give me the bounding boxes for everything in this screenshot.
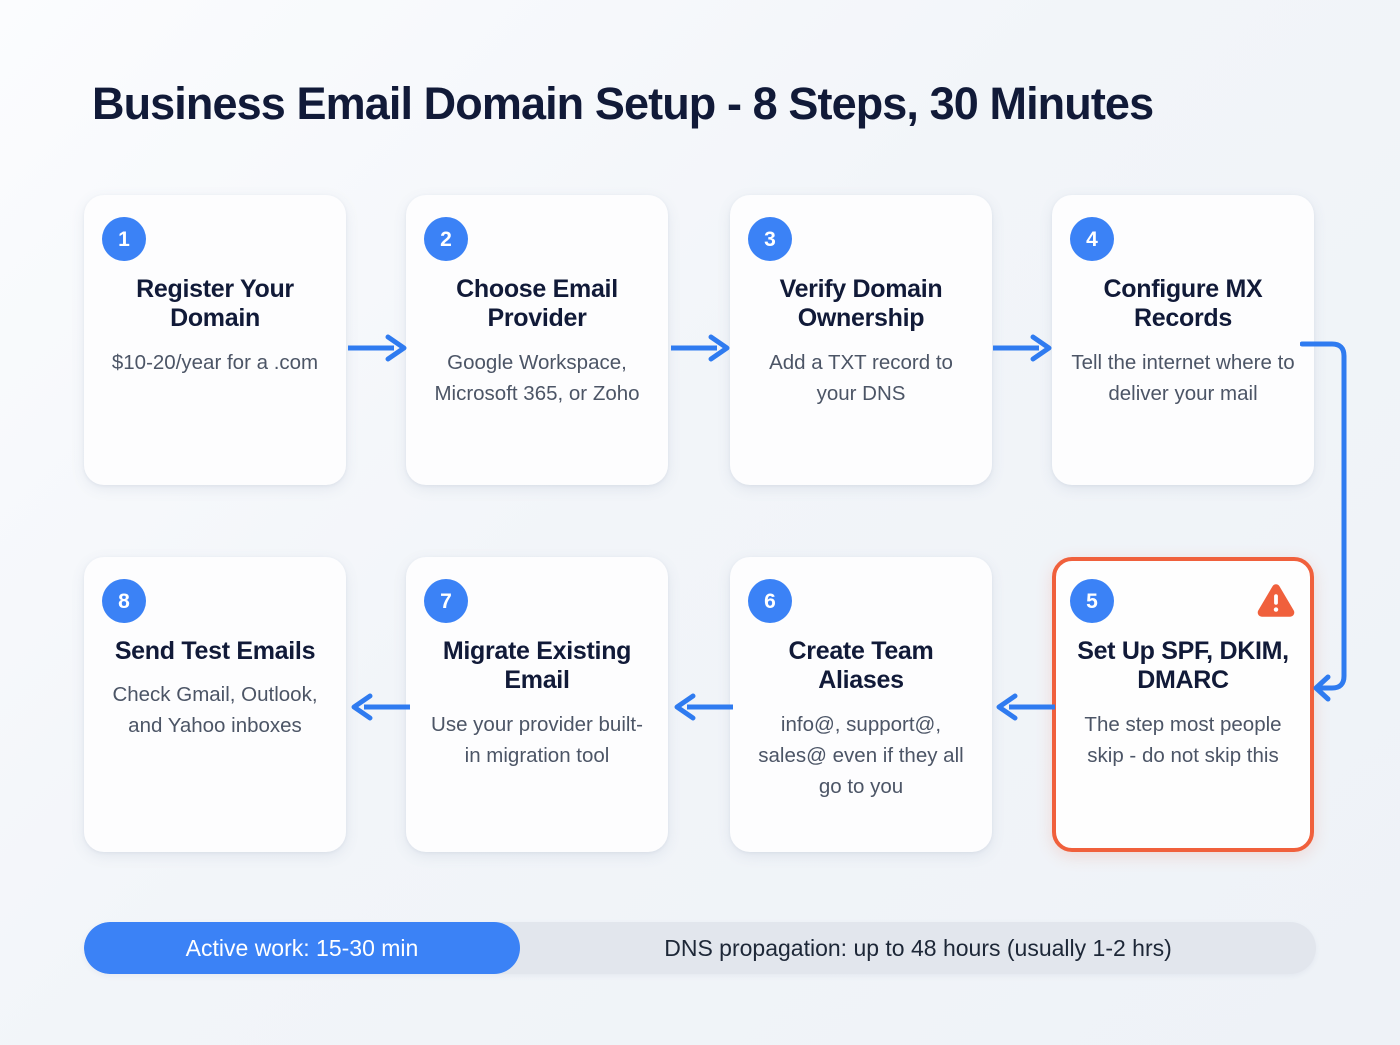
step-title: Configure MX Records (1103, 275, 1263, 333)
step-description: Check Gmail, Outlook, and Yahoo inboxes (112, 683, 318, 738)
step-number-badge: 5 (1070, 579, 1114, 623)
step-description: Tell the internet where to deliver your … (1071, 350, 1295, 405)
step-card-8[interactable]: 8 Send Test Emails Check Gmail, Outlook,… (84, 557, 346, 852)
card-header: 1 (102, 217, 328, 263)
card-header: 3 (748, 217, 974, 263)
card-header: 8 (102, 579, 328, 625)
step-card-6[interactable]: 6 Create Team Aliases info@, support@, s… (730, 557, 992, 852)
step-description: Add a TXT record to your DNS (769, 350, 953, 405)
arrow-left-icon-step7-to-step8 (351, 693, 410, 721)
step-description: info@, support@, sales@ even if they all… (758, 712, 964, 798)
card-header: 4 (1070, 217, 1296, 263)
active-work-pill: Active work: 15-30 min (84, 922, 520, 974)
page-title: Business Email Domain Setup - 8 Steps, 3… (92, 78, 1154, 129)
warning-triangle-icon (1257, 584, 1295, 617)
step-title: Set Up SPF, DKIM, DMARC (1077, 637, 1289, 695)
step-title: Verify Domain Ownership (779, 275, 943, 333)
step-card-4[interactable]: 4 Configure MX Records Tell the internet… (1052, 195, 1314, 485)
arrow-left-icon-step5-to-step6 (996, 693, 1055, 721)
step-title: Migrate Existing Email (442, 637, 632, 695)
step-title: Register Your Domain (136, 275, 294, 333)
step-number-badge: 6 (748, 579, 792, 623)
elbow-connector-icon-step4-to-step5 (1300, 341, 1347, 702)
step-number-badge: 8 (102, 579, 146, 623)
dns-propagation-label: DNS propagation: up to 48 hours (usually… (664, 934, 1172, 961)
step-number-badge: 2 (424, 217, 468, 261)
step-card-1[interactable]: 1 Register Your Domain $10-20/year for a… (84, 195, 346, 485)
step-title: Choose Email Provider (456, 275, 618, 333)
step-title: Send Test Emails (114, 637, 316, 665)
card-header: 2 (424, 217, 650, 263)
step-number-badge: 4 (1070, 217, 1114, 261)
step-card-5-highlighted[interactable]: 5 Set Up SPF, DKIM, DMARC The step most … (1052, 557, 1314, 852)
arrow-left-icon-step6-to-step7 (674, 693, 733, 721)
timing-summary-bar: Active work: 15-30 min DNS propagation: … (84, 922, 1316, 974)
step-description: Use your provider built-in migration too… (431, 712, 643, 767)
card-header: 6 (748, 579, 974, 625)
arrow-right-icon-step3-to-step4 (993, 334, 1052, 362)
step-description: $10-20/year for a .com (111, 350, 319, 374)
step-title: Create Team Aliases (788, 637, 934, 695)
step-card-2[interactable]: 2 Choose Email Provider Google Workspace… (406, 195, 668, 485)
card-header: 7 (424, 579, 650, 625)
arrow-right-icon-step1-to-step2 (348, 334, 407, 362)
step-number-badge: 3 (748, 217, 792, 261)
arrow-right-icon-step2-to-step3 (671, 334, 730, 362)
step-number-badge: 1 (102, 217, 146, 261)
step-description: The step most people skip - do not skip … (1084, 712, 1282, 767)
step-card-7[interactable]: 7 Migrate Existing Email Use your provid… (406, 557, 668, 852)
card-header: 5 (1070, 579, 1296, 625)
step-description: Google Workspace, Microsoft 365, or Zoho (434, 350, 640, 405)
step-card-3[interactable]: 3 Verify Domain Ownership Add a TXT reco… (730, 195, 992, 485)
step-number-badge: 7 (424, 579, 468, 623)
